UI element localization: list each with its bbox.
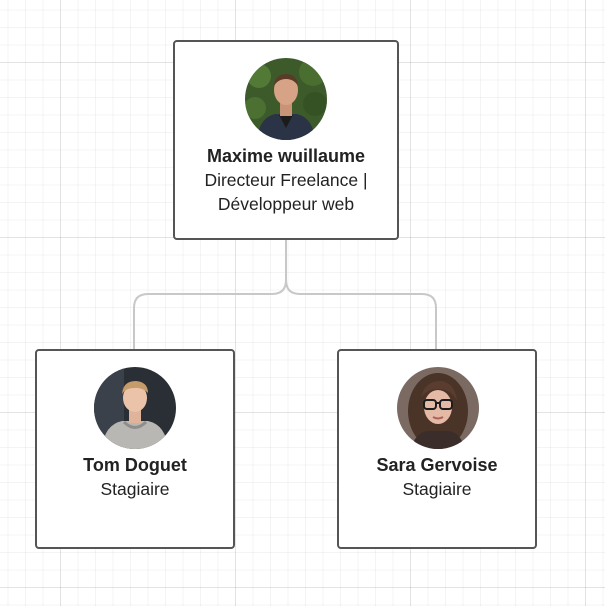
connector-root-to-sara xyxy=(285,238,437,350)
avatar-tom xyxy=(94,367,176,449)
card-role-line1: Directeur Freelance | xyxy=(204,170,368,190)
card-role-line2: Développeur web xyxy=(217,194,355,214)
card-name: Maxime wuillaume xyxy=(206,146,366,166)
org-card-sara[interactable]: Sara Gervoise Stagiaire xyxy=(337,349,537,549)
card-role: Stagiaire xyxy=(402,479,472,499)
avatar-sara xyxy=(397,367,479,449)
org-card-tom[interactable]: Tom Doguet Stagiaire xyxy=(35,349,235,549)
card-name: Tom Doguet xyxy=(83,455,187,475)
org-card-maxime[interactable]: Maxime wuillaume Directeur Freelance | D… xyxy=(173,40,399,240)
card-role: Stagiaire xyxy=(100,479,170,499)
connector-root-to-tom xyxy=(133,238,287,350)
card-name: Sara Gervoise xyxy=(376,455,498,475)
avatar-maxime xyxy=(245,58,327,140)
